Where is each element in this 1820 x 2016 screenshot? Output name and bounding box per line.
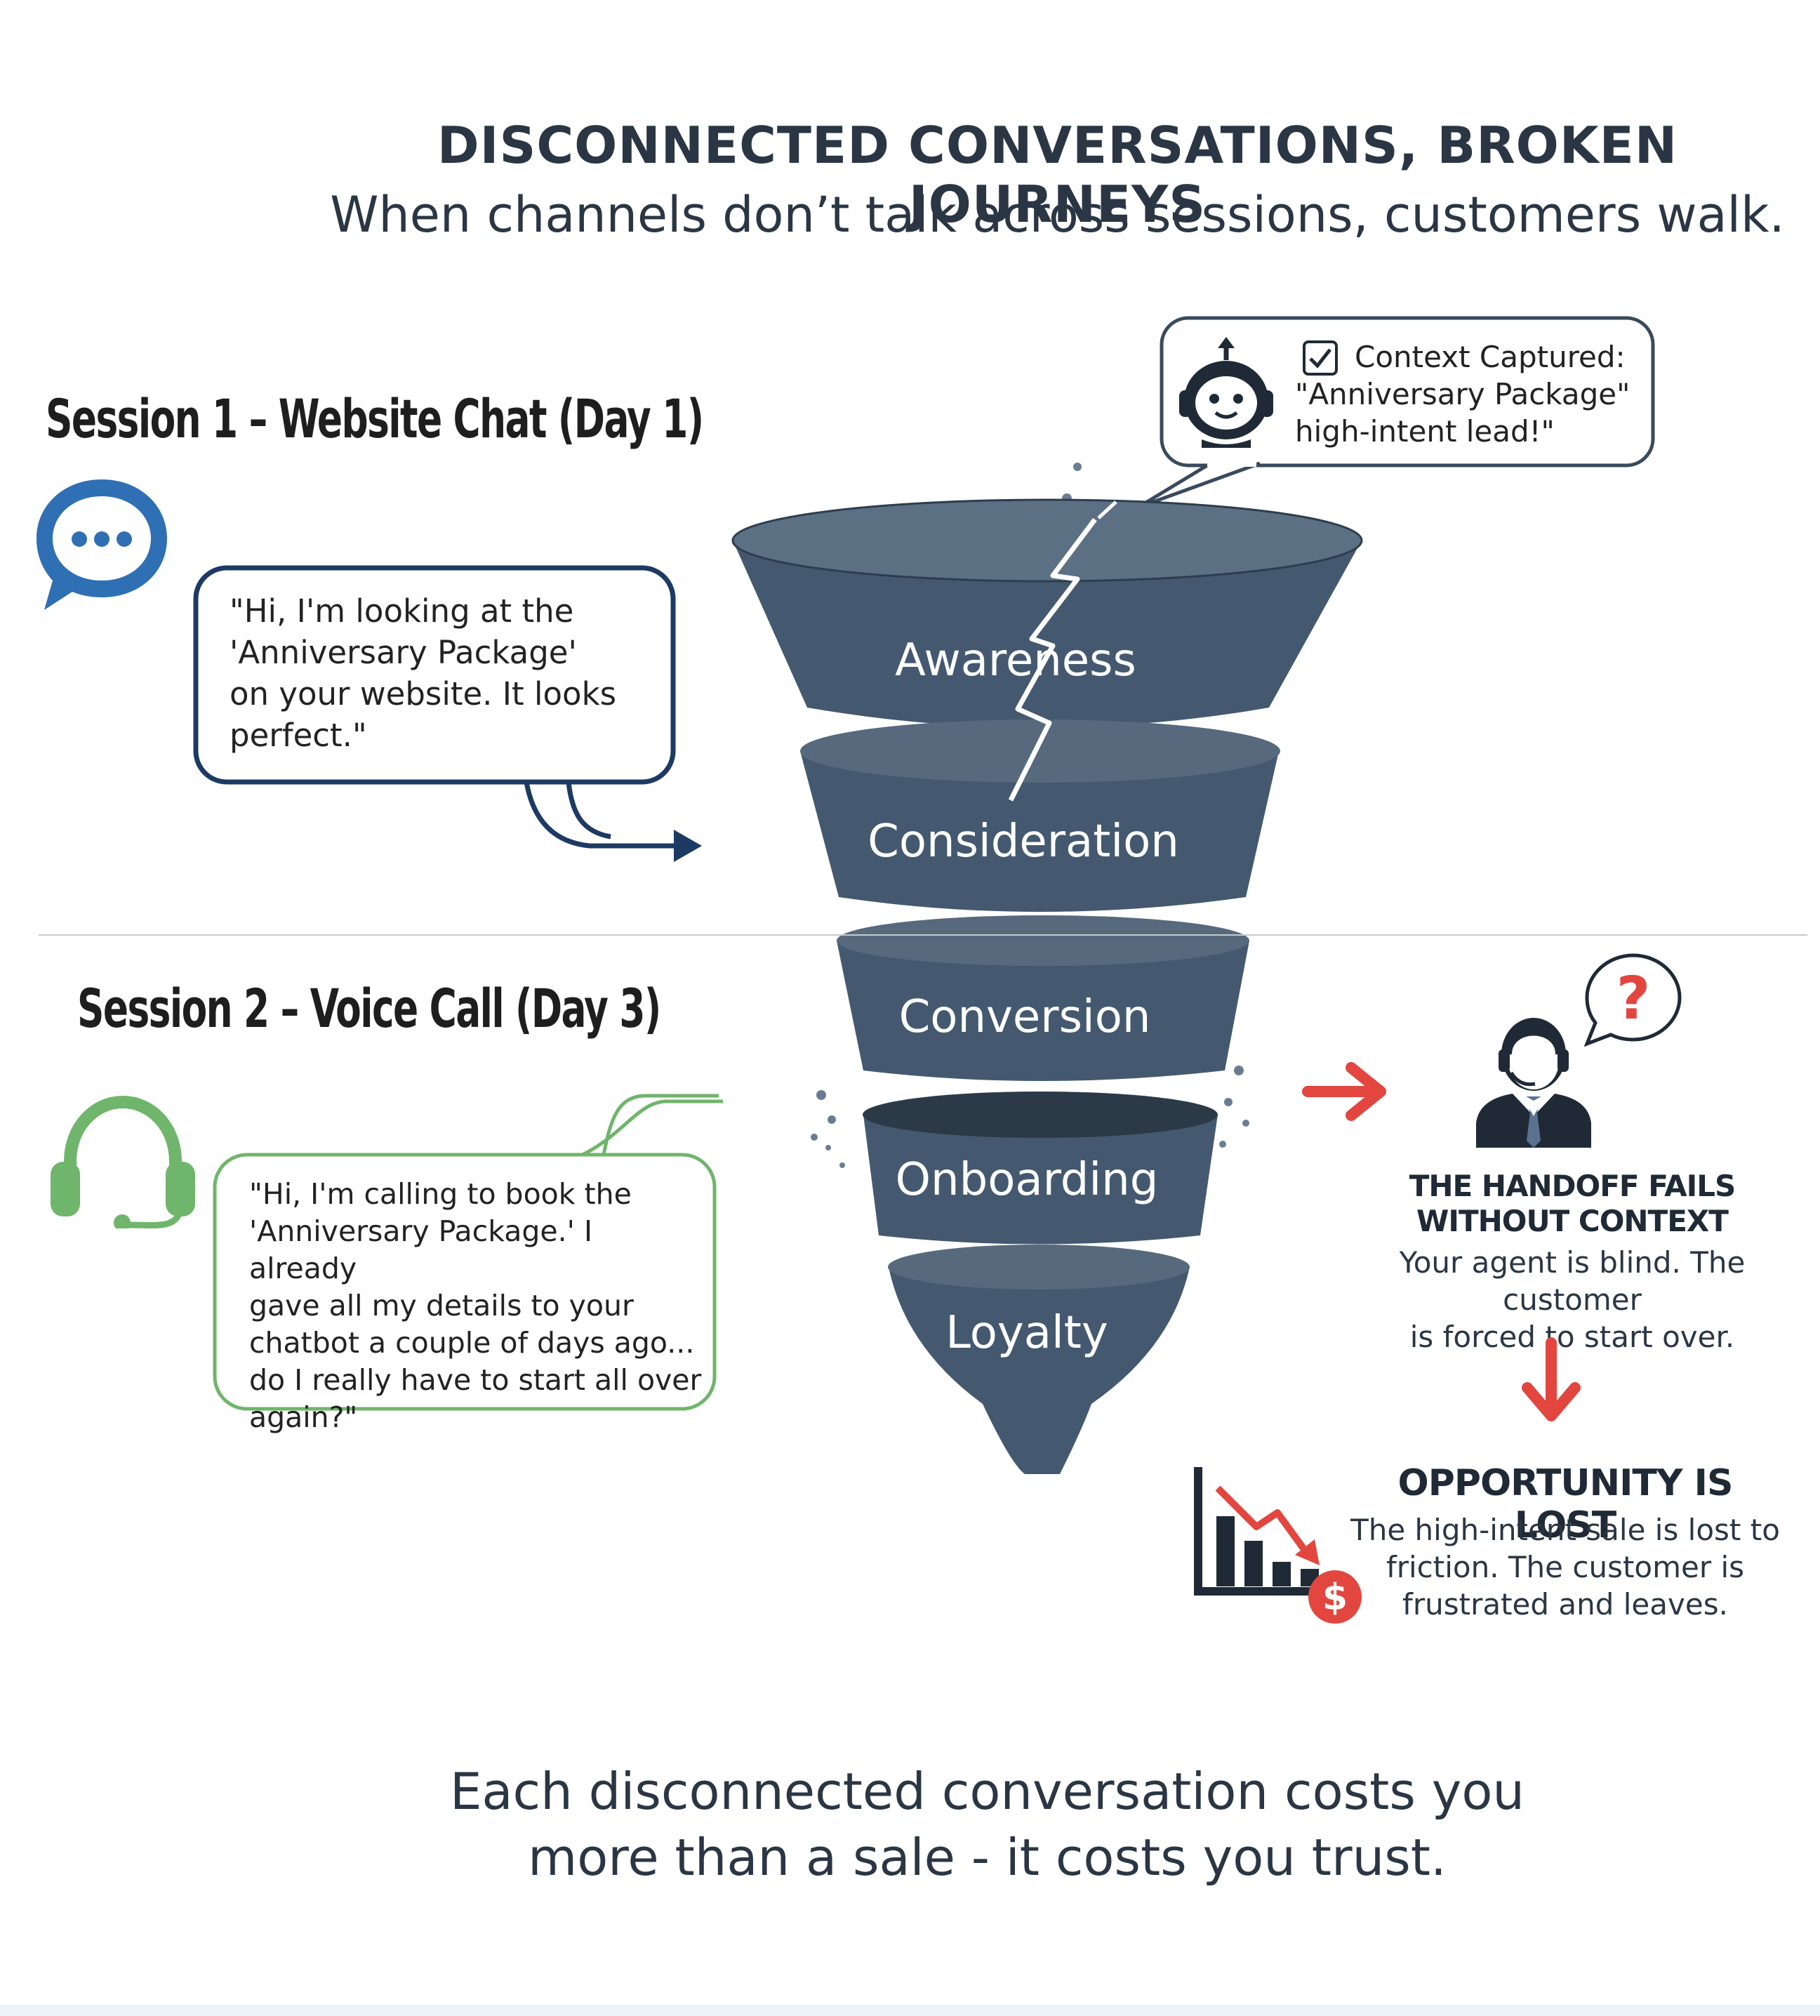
session-2-bubble [213, 1094, 723, 1411]
funnel-stage-consideration: Consideration [868, 816, 1179, 868]
funnel-stage-onboarding: Onboarding [896, 1154, 1159, 1206]
checkbox-icon [1303, 340, 1338, 376]
red-arrow-right-icon [1302, 1062, 1386, 1121]
funnel: Awareness Consideration Conversion Onboa… [731, 463, 1363, 1474]
session-1-bubble [193, 565, 702, 862]
funnel-stage-awareness: Awareness [895, 635, 1136, 687]
opportunity-body: The high-intent sale is lost to friction… [1350, 1513, 1780, 1622]
session-1-quote: "Hi, I'm looking at the 'Anniversary Pac… [230, 592, 617, 754]
question-bubble-icon: ? [1583, 953, 1682, 1047]
session-2-quote: "Hi, I'm calling to book the 'Anniversar… [249, 1177, 702, 1434]
chat-bubble-icon [36, 479, 167, 610]
footer-message: Each disconnected conversation costs you… [449, 1762, 1525, 1887]
declining-chart-icon: $ [1194, 1467, 1362, 1624]
headset-icon [51, 1095, 195, 1228]
handoff-body: Your agent is blind. The customer is for… [1399, 1245, 1746, 1354]
session-2-title: Session 2 – Voice Call (Day 3) [77, 977, 661, 1040]
opportunity-title: OPPORTUNITY IS LOST [1397, 1462, 1734, 1546]
red-arrow-down-icon [1522, 1337, 1581, 1421]
bottom-band [0, 2005, 1820, 2016]
agent-icon [1476, 1018, 1591, 1148]
funnel-stage-loyalty: Loyalty [945, 1307, 1108, 1359]
currency-symbol: $ [1322, 1577, 1348, 1619]
question-mark: ? [1616, 964, 1651, 1033]
session-divider [39, 934, 1807, 936]
robot-icon [1179, 337, 1273, 448]
handoff-title: THE HANDOFF FAILS WITHOUT CONTEXT [1409, 1169, 1736, 1238]
page-title: DISCONNECTED CONVERSATIONS, BROKEN JOURN… [437, 116, 1678, 234]
funnel-stage-conversion: Conversion [899, 991, 1151, 1043]
page-subtitle: When channels don’t talk across sessions… [330, 186, 1785, 244]
session-1-title: Session 1 – Website Chat (Day 1) [46, 387, 704, 450]
context-text: Context Captured: "Anniversary Package" … [1295, 340, 1630, 449]
